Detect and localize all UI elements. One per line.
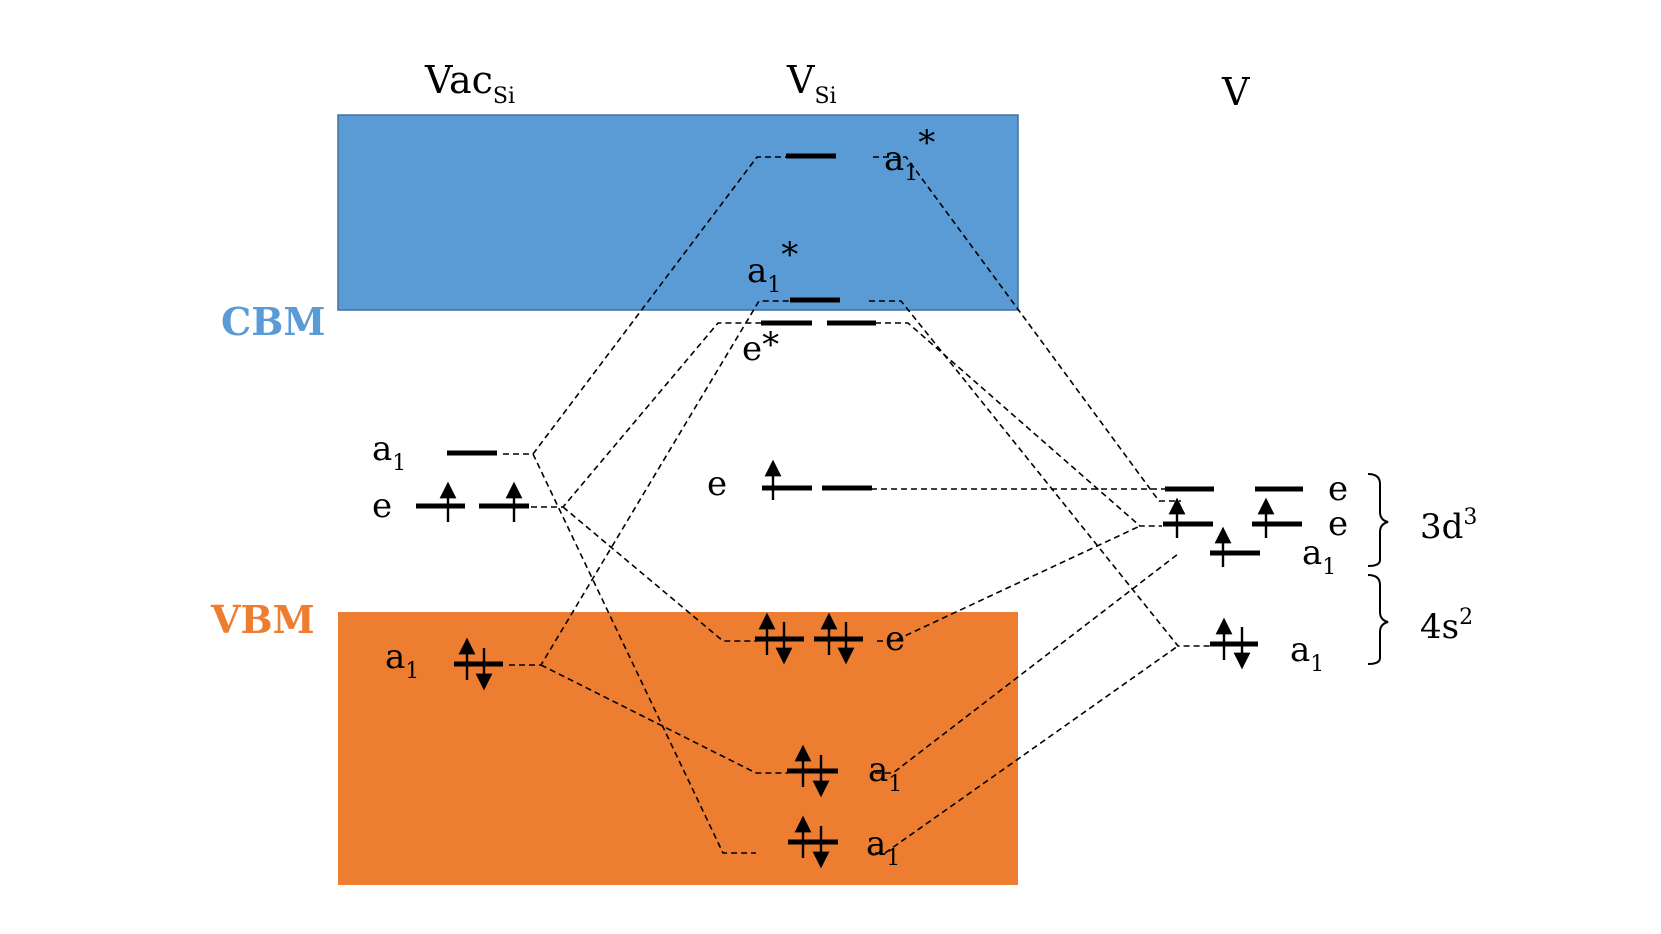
level-label-vac-e: e [372,486,392,526]
column-header-v-si: VSi [786,58,837,109]
level-label-vac-a1-top: a1 [372,429,406,476]
brace-4s [1367,574,1389,665]
column-header-vac-si: VacSi [424,58,515,109]
cbm-label: CBM [221,299,325,344]
level-label-vsi-e-gap: e [707,464,727,504]
level-label-vsi-a1-mid: a1 [868,750,902,797]
level-label-vsi-a1-star-top: a1* [884,123,935,186]
level-label-vsi-e-vb: e [885,619,905,659]
brace-3d [1367,473,1389,567]
column-header-v: V [1221,70,1250,114]
level-label-v-e-top: e [1328,469,1348,509]
conduction-band [337,114,1019,311]
valence-band [338,612,1018,885]
level-label-vac-a1-bottom: a1 [385,637,419,684]
electron-arrows [439,459,1275,869]
group-label-3d: 3d3 [1420,505,1477,547]
level-label-v-e-2: e [1328,504,1348,544]
level-label-v-a1-s: a1 [1290,630,1324,677]
level-label-v-a1-d: a1 [1302,533,1336,580]
group-label-4s: 4s2 [1420,605,1473,647]
level-bars [416,153,1303,845]
level-label-vsi-a1-low: a1 [866,824,900,871]
level-label-vsi-e-star: e* [742,325,779,369]
level-label-vsi-a1-star: a1* [747,235,798,298]
vbm-label: VBM [210,597,315,642]
